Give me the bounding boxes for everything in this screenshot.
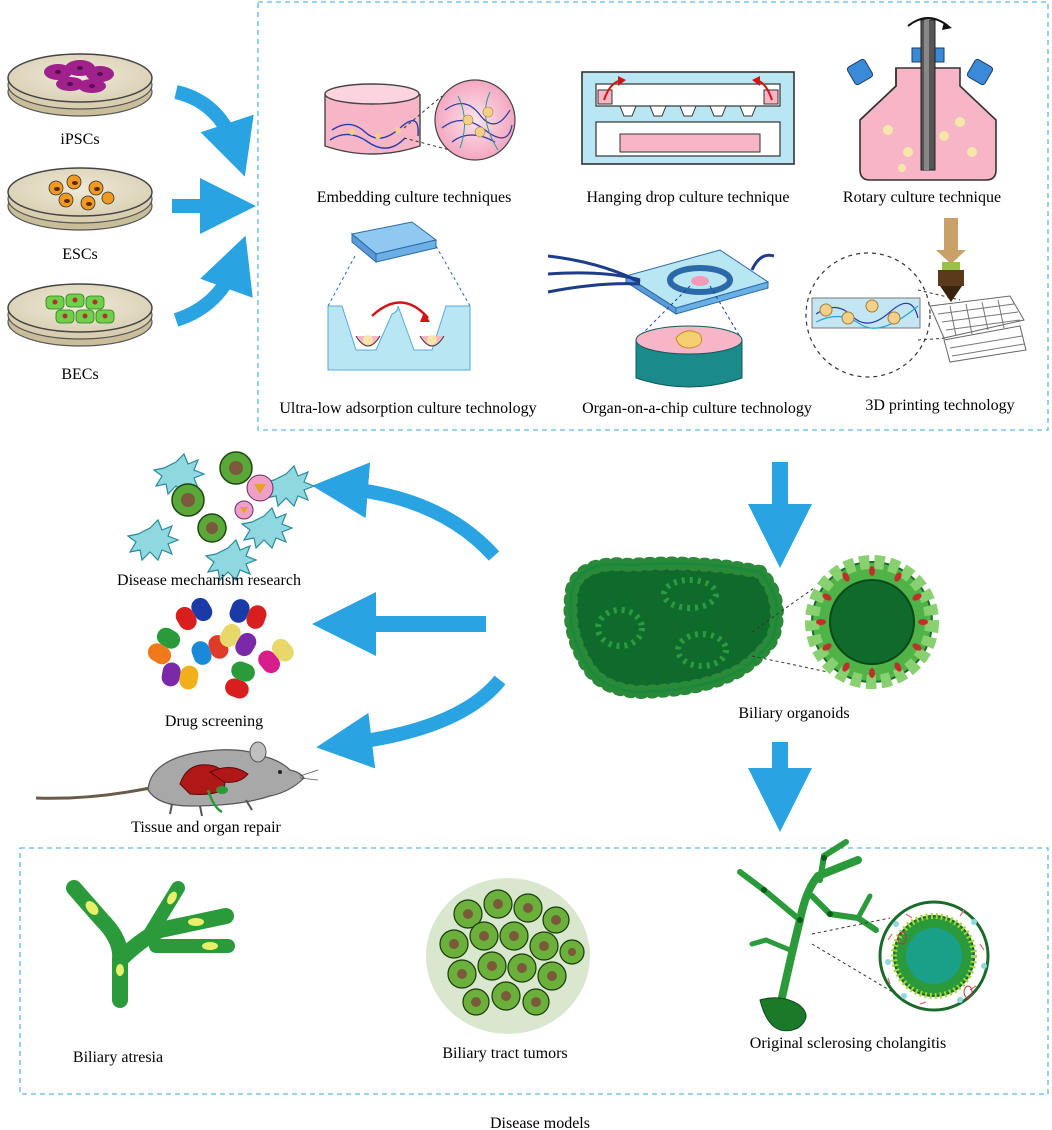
label-embedding-culture: Embedding culture techniques — [317, 189, 512, 206]
dish-escs — [7, 167, 153, 231]
3d-printing-illustration — [805, 218, 1027, 378]
dish-becs — [7, 283, 153, 347]
tissue-repair-illustration — [35, 741, 319, 817]
arrow-ipscs — [174, 85, 254, 177]
disease-models-box — [19, 847, 1049, 1095]
drug-screening-illustration — [147, 597, 294, 699]
sclerosing-cholangitis-illustration — [737, 839, 990, 1032]
label-ipscs: iPSCs — [60, 131, 99, 148]
organ-on-chip-illustration — [547, 249, 775, 388]
embedding-culture-illustration — [324, 79, 516, 161]
ultra-low-adsorption-illustration — [327, 221, 471, 371]
label-hanging-drop: Hanging drop culture technique — [586, 189, 789, 206]
label-ultra-low-adsorption: Ultra-low adsorption culture technology — [279, 400, 536, 417]
arrow-to-tissue-repair — [316, 675, 506, 769]
label-escs: ESCs — [62, 246, 98, 263]
arrow-to-disease-mechanism — [312, 462, 500, 561]
techniques-box — [257, 1, 1049, 431]
label-tissue-repair: Tissue and organ repair — [131, 819, 281, 836]
label-sclerosing-cholangitis: Original sclerosing cholangitis — [750, 1035, 946, 1052]
label-rotary-culture: Rotary culture technique — [843, 189, 1001, 206]
label-disease-models: Disease models — [490, 1115, 590, 1130]
label-biliary-organoids: Biliary organoids — [738, 705, 849, 722]
disease-mechanism-illustration — [126, 451, 316, 582]
label-biliary-tract-tumors: Biliary tract tumors — [442, 1045, 567, 1062]
biliary-organoid-illustration — [563, 555, 939, 700]
label-organ-on-chip: Organ-on-a-chip culture technology — [582, 400, 812, 417]
arrow-becs — [173, 235, 253, 327]
biliary-tract-tumors-illustration — [426, 878, 590, 1034]
rotary-culture-illustration — [846, 17, 997, 181]
label-disease-mechanism: Disease mechanism research — [117, 572, 301, 589]
hanging-drop-illustration — [581, 71, 795, 165]
label-becs: BECs — [61, 366, 98, 383]
label-3d-printing: 3D printing technology — [865, 397, 1014, 414]
biliary-atresia-illustration — [66, 880, 235, 1008]
label-biliary-atresia: Biliary atresia — [73, 1049, 163, 1066]
dish-ipscs — [7, 53, 153, 117]
label-drug-screening: Drug screening — [165, 713, 263, 730]
